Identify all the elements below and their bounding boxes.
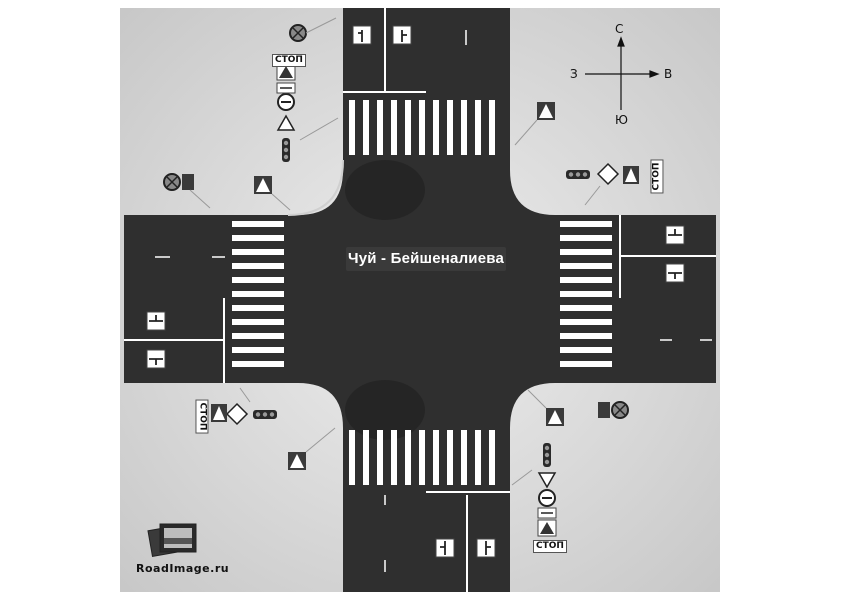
compass-arrows — [585, 36, 660, 110]
corner-nw — [298, 170, 343, 215]
intersection-name-label: Чуй - Бейшеналиева — [346, 247, 506, 271]
sign-cluster-east — [566, 162, 639, 206]
no-stopping-sign-n — [289, 17, 337, 42]
crosswalk-north — [349, 100, 495, 155]
road-shadow-south — [345, 380, 425, 440]
road-west-east — [124, 215, 716, 383]
stop-plate-north: СТОП — [272, 54, 306, 67]
sign-cluster-west — [211, 387, 277, 426]
pedestrian-crossing-sign-se — [527, 389, 564, 426]
compass-east-label: В — [664, 67, 673, 81]
sign-cluster-south — [511, 443, 557, 537]
lane-arrow-east-2 — [665, 263, 685, 283]
road-shadow-north — [345, 160, 425, 220]
stop-plate-south: СТОП — [533, 540, 567, 553]
stop-plate-east: СТОП — [650, 159, 664, 194]
roadimage-logo-icon — [147, 523, 197, 557]
lane-arrow-west-1 — [146, 311, 166, 331]
sign-cluster-north — [276, 63, 339, 162]
lane-arrow-east-1 — [665, 225, 685, 245]
lane-arrow-north-1 — [352, 25, 372, 45]
compass-north-label: С — [615, 22, 624, 36]
compass-south-label: Ю — [615, 113, 628, 127]
corner-se — [510, 383, 555, 428]
no-stopping-sign-w — [163, 173, 211, 209]
corner-sw — [298, 383, 343, 428]
stop-plate-west: СТОП — [195, 399, 209, 434]
lane-arrow-south-2 — [476, 538, 496, 558]
compass-west-label: З — [570, 67, 578, 81]
lane-markings-west — [124, 256, 225, 383]
pedestrian-crossing-sign-n — [514, 102, 555, 146]
logo-text: RoadImage.ru — [136, 562, 230, 575]
lane-arrow-west-2 — [146, 349, 166, 369]
crosswalk-east — [560, 221, 612, 367]
corner-nw-curb — [287, 159, 344, 216]
lane-arrow-south-1 — [435, 538, 455, 558]
corner-ne — [510, 170, 555, 215]
no-stopping-sign-e — [598, 401, 629, 419]
crosswalk-west — [232, 221, 284, 367]
lane-markings-north — [343, 8, 467, 93]
pedestrian-crossing-sign-sw — [288, 427, 336, 470]
crosswalk-south — [349, 430, 495, 485]
lane-markings-east — [619, 215, 716, 341]
pedestrian-crossing-sign-nw — [254, 176, 291, 211]
lane-markings-south — [384, 491, 510, 592]
lane-arrow-north-2 — [392, 25, 412, 45]
